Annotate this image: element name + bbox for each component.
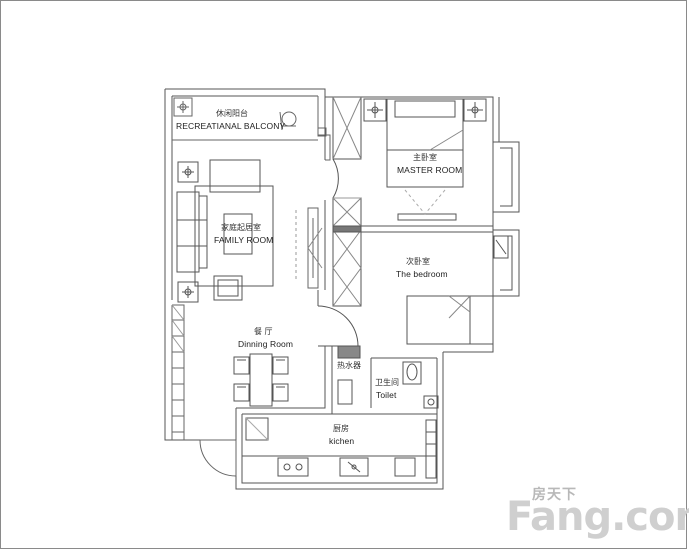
- watermark-logo: Fang.com: [506, 494, 689, 540]
- bedroom-label-zh: 次卧室: [406, 257, 430, 266]
- balcony-rail: [172, 96, 331, 161]
- master-label-en: MASTER ROOM: [397, 165, 463, 175]
- balcony-label-zh: 休闲阳台: [216, 109, 248, 118]
- balcony-furniture: [173, 97, 297, 131]
- water-heater-label: 热水器: [337, 361, 361, 370]
- balcony-label-en: RECREATIANAL BALCONY: [176, 121, 286, 131]
- toilet-label-en: Toilet: [376, 390, 397, 400]
- master-label-zh: 主卧室: [413, 153, 437, 162]
- family-label-en: FAMILY ROOM: [214, 235, 274, 245]
- kitchen-label-zh: 厨房: [333, 424, 349, 433]
- dining-furniture: [233, 353, 289, 407]
- west-window: [171, 304, 185, 440]
- bedroom-label-en: The bedroom: [396, 269, 448, 279]
- dining-label-zh: 餐 厅: [254, 327, 273, 336]
- family-label-zh: 家庭起居室: [221, 223, 261, 232]
- tv-wall: [295, 207, 323, 289]
- family-furniture: [176, 159, 274, 303]
- watermark-logo-zh: 房天下: [532, 487, 577, 503]
- entrance-door: [199, 439, 237, 477]
- master-furniture: [363, 98, 487, 221]
- dining-label-en: Dinning Room: [238, 339, 294, 349]
- toilet-label-zh: 卫生间: [375, 378, 399, 387]
- kitchen-fixtures: [242, 413, 437, 479]
- kitchen-label-en: kichen: [329, 436, 355, 446]
- toilet-fixtures: [337, 345, 439, 409]
- bedroom-furniture: [406, 235, 509, 345]
